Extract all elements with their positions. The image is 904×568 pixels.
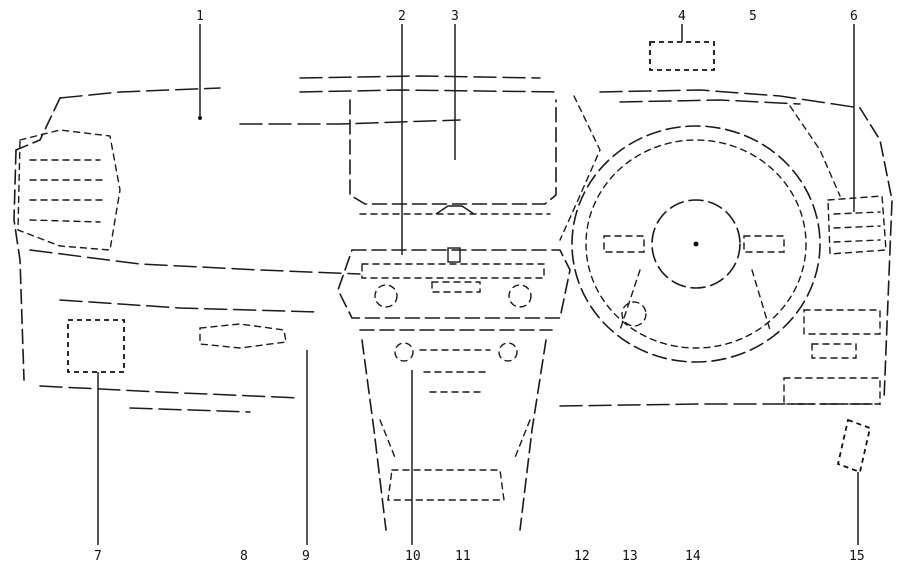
dash-top-right-2: [619, 99, 801, 105]
dash-top-center-2: [299, 89, 561, 93]
console-switch-rows: [419, 349, 491, 393]
wheel-center-dot: [693, 241, 699, 247]
wheel-rim-outer: [571, 125, 821, 363]
dash-right-edge: [859, 107, 893, 401]
callout-3: 3: [451, 9, 459, 24]
wheel-lower-spokes: [619, 269, 771, 331]
center-display: [349, 99, 557, 215]
callout-15: 15: [849, 549, 865, 564]
console-vent-knob-right: [498, 342, 518, 362]
lower-console: [359, 329, 553, 531]
dash-top-center: [299, 75, 541, 79]
wheel-right-switch: [743, 235, 785, 253]
callout-14: 14: [685, 549, 701, 564]
dash-top-right: [599, 89, 861, 109]
callout-6: 6: [850, 9, 858, 24]
console-side-trim: [379, 419, 531, 461]
right-switch-lower: [783, 377, 881, 405]
wheel-rim-inner: [585, 139, 807, 349]
display-mount: [435, 205, 475, 215]
dashed-box-4: [649, 41, 715, 71]
center-console-panel: [337, 247, 571, 319]
console-right-edge: [519, 339, 547, 531]
callout-5: 5: [749, 9, 757, 24]
console-vent-knob-left: [394, 342, 414, 362]
right-vent-slats: [833, 211, 881, 243]
callout-7: 7: [94, 549, 102, 564]
dash-mid-line-left: [29, 249, 361, 275]
leader-1-dot: [198, 116, 202, 120]
right-air-vent: [827, 195, 887, 255]
callout-13: 13: [622, 549, 638, 564]
callout-9: 9: [302, 549, 310, 564]
callout-11: 11: [455, 549, 471, 564]
wheel-hub: [651, 199, 741, 289]
right-switch-middle: [811, 343, 857, 359]
right-switch-panel: [783, 309, 881, 405]
left-vent-slats: [29, 159, 105, 223]
callout-12: 12: [574, 549, 590, 564]
dash-upper-shelf: [239, 119, 461, 125]
ignition-switch: [621, 301, 647, 327]
dash-left-corner: [15, 97, 61, 151]
dashed-box-15: [836, 418, 872, 474]
callout-4: 4: [678, 9, 686, 24]
left-vent-outline: [17, 129, 121, 251]
panel-center-switch: [447, 247, 461, 263]
panel-outline: [337, 249, 571, 319]
callout-1: 1: [196, 9, 204, 24]
console-cup-holder: [387, 469, 505, 501]
dash-knee-line-right: [559, 403, 881, 407]
display-frame: [349, 99, 557, 205]
glovebox-area: [199, 323, 287, 349]
dash-left-edge: [13, 149, 25, 381]
right-switch-upper: [803, 309, 881, 335]
left-air-vent: [17, 129, 121, 251]
panel-display-strip: [431, 281, 481, 293]
glovebox-handle: [199, 323, 287, 349]
panel-knob-left: [374, 284, 398, 308]
callout-2: 2: [398, 9, 406, 24]
console-left-edge: [361, 339, 387, 531]
a-pillar-right-trim: [789, 105, 841, 197]
dash-knee-line-left-2: [129, 407, 251, 413]
panel-knob-right: [508, 284, 532, 308]
a-pillar-left-trim: [559, 95, 601, 241]
dash-lower-line-left: [59, 299, 321, 313]
callout-8: 8: [240, 549, 248, 564]
dashed-box-7: [67, 319, 125, 373]
a-pillars: [559, 95, 841, 241]
dash-top-left: [59, 87, 221, 99]
dashboard-outline: [13, 75, 893, 413]
right-vent-outline: [827, 195, 887, 255]
callout-10: 10: [405, 549, 421, 564]
leader-lines: [97, 24, 859, 545]
dash-knee-line-left: [39, 385, 301, 399]
wheel-left-switch: [603, 235, 645, 253]
steering-wheel: [571, 125, 821, 363]
panel-button-strip: [361, 263, 545, 279]
